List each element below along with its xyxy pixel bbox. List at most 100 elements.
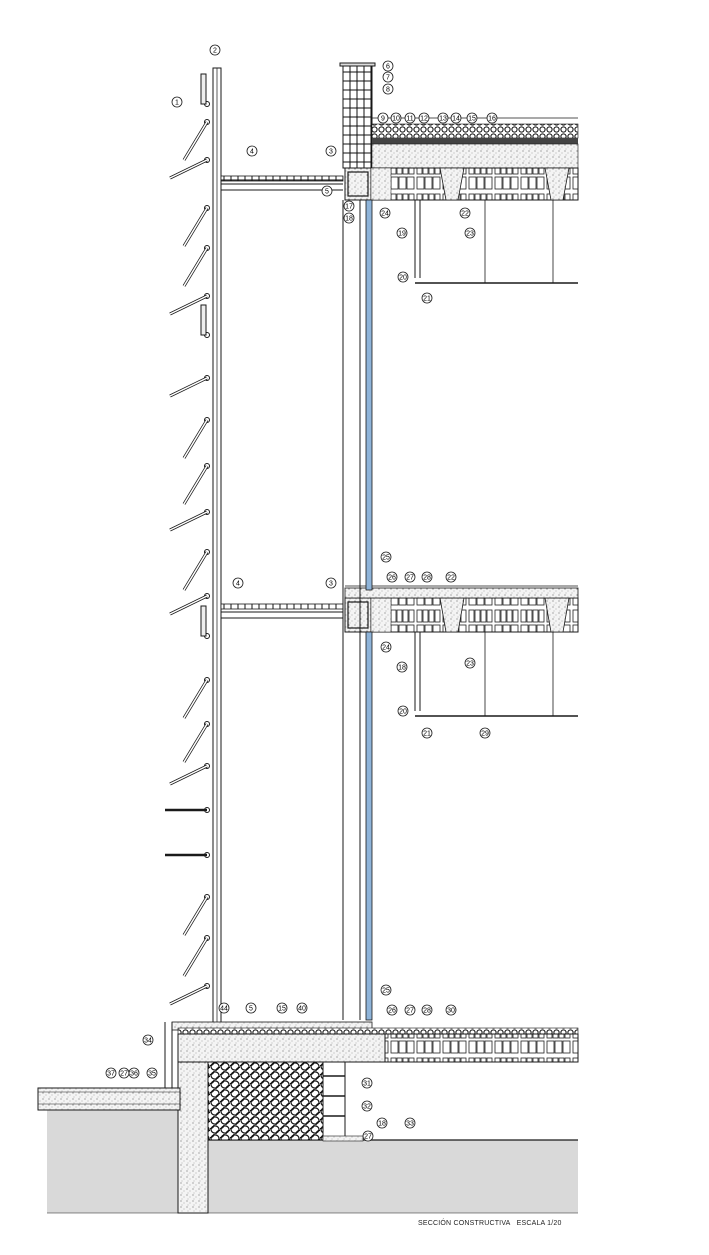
callout-circle: [382, 60, 394, 72]
ground-left: [47, 1110, 180, 1213]
callout-22: 22: [445, 571, 457, 583]
callout-22: 22: [459, 207, 471, 219]
chamber-base: [322, 1135, 364, 1142]
callout-circle: [382, 71, 394, 83]
callout-36: 36: [128, 1067, 140, 1079]
callout-number: 13: [439, 115, 447, 122]
callout-number: 20: [399, 274, 407, 281]
callout-26: 26: [386, 571, 398, 583]
callout-circle: [450, 112, 462, 124]
callout-1: 1: [171, 96, 183, 108]
callout-circle: [146, 1067, 158, 1079]
callout-circle: [325, 145, 337, 157]
callout-circle: [246, 145, 258, 157]
callout-21: 21: [421, 292, 433, 304]
callout-19: 19: [396, 227, 408, 239]
callout-number: 44: [220, 1005, 228, 1012]
drawing-geometry: [37, 62, 579, 1214]
callout-circle: [390, 112, 402, 124]
callout-number: 33: [406, 1120, 414, 1127]
callout-5: 5: [321, 185, 333, 197]
concrete-joist: [544, 167, 570, 201]
walkway-grating: [220, 175, 344, 182]
callout-12: 12: [418, 112, 430, 124]
callout-number: 18: [398, 664, 406, 671]
callout-number: 21: [423, 295, 431, 302]
callout-9: 9: [377, 112, 389, 124]
louver-blade-inner: [169, 985, 208, 1005]
roof-screed: [371, 143, 579, 169]
callout-28: 28: [421, 571, 433, 583]
louver-blade-inner: [183, 723, 208, 763]
callout-35: 35: [146, 1067, 158, 1079]
callout-number: 28: [423, 1007, 431, 1014]
callout-circle: [380, 984, 392, 996]
glass-curtain-wall: [365, 199, 373, 591]
callout-29: 29: [479, 727, 491, 739]
callout-27: 27: [362, 1130, 374, 1142]
callout-circle: [276, 1002, 288, 1014]
callout-14: 14: [450, 112, 462, 124]
callout-circle: [404, 571, 416, 583]
louver-blade: [200, 605, 207, 637]
louver-blade-inner: [183, 247, 208, 287]
callout-26: 26: [386, 1004, 398, 1016]
callout-number: 3: [329, 580, 333, 587]
callout-circle: [245, 1002, 257, 1014]
callout-circle: [437, 112, 449, 124]
callout-32: 32: [361, 1100, 373, 1112]
callout-circle: [421, 727, 433, 739]
callout-number: 30: [447, 1007, 455, 1014]
callout-circle: [404, 1004, 416, 1016]
callout-18: 18: [343, 212, 355, 224]
louver-blade: [200, 304, 207, 336]
callout-40: 40: [296, 1002, 308, 1014]
callout-circle: [376, 1117, 388, 1129]
louver-blade-inner: [169, 377, 208, 397]
hollow-block-slab: [370, 167, 579, 201]
callout-number: 25: [382, 987, 390, 994]
callout-circle: [421, 571, 433, 583]
callout-number: 32: [363, 1103, 371, 1110]
callout-number: 18: [345, 215, 353, 222]
callout-5: 5: [245, 1002, 257, 1014]
callout-number: 28: [423, 574, 431, 581]
callout-circle: [396, 227, 408, 239]
callout-number: 27: [120, 1070, 128, 1077]
louver-blade-inner: [169, 595, 208, 615]
callout-number: 23: [466, 660, 474, 667]
callout-30: 30: [445, 1004, 457, 1016]
louver-blade-inner: [169, 295, 208, 315]
callout-number: 15: [468, 115, 476, 122]
callout-number: 10: [392, 115, 400, 122]
callout-number: 7: [386, 74, 390, 81]
callout-number: 24: [382, 644, 390, 651]
callout-20: 20: [397, 271, 409, 283]
callout-27: 27: [118, 1067, 130, 1079]
callout-34: 34: [142, 1034, 154, 1046]
callout-number: 35: [148, 1070, 156, 1077]
callout-circle: [379, 207, 391, 219]
floor-finish-ground: [177, 1027, 579, 1035]
callout-circle: [380, 641, 392, 653]
callout-16: 16: [486, 112, 498, 124]
callout-4: 4: [246, 145, 258, 157]
walkway-grating: [220, 603, 344, 610]
callout-2: 2: [209, 44, 221, 56]
ground-slab: [384, 1033, 579, 1063]
callout-number: 3: [329, 148, 333, 155]
callout-number: 27: [364, 1133, 372, 1140]
callout-circle: [232, 577, 244, 589]
callout-number: 40: [298, 1005, 306, 1012]
brick-parapet: [342, 65, 373, 169]
callout-circle: [343, 200, 355, 212]
callout-circle: [361, 1100, 373, 1112]
callout-number: 22: [461, 210, 469, 217]
louver-blade-inner: [183, 207, 208, 247]
callout-24: 24: [379, 207, 391, 219]
louver-blade-inner: [169, 159, 208, 179]
callout-circle: [459, 207, 471, 219]
callout-4: 4: [232, 577, 244, 589]
